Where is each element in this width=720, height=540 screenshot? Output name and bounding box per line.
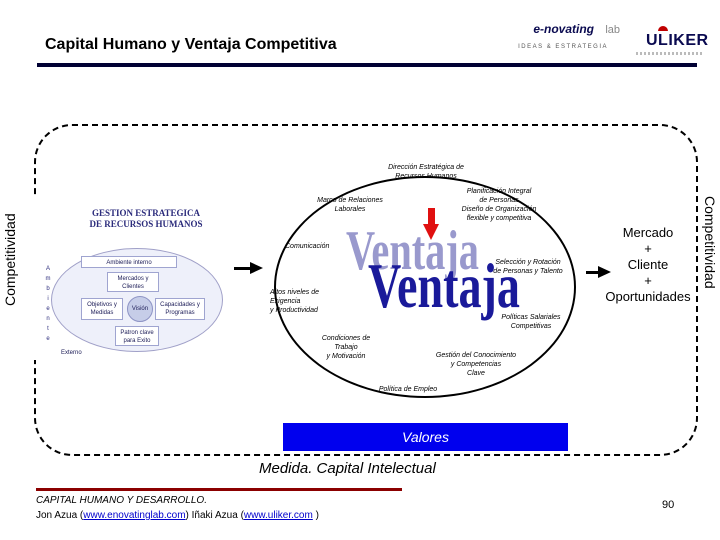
- uliker-logo-tagline-bar: [636, 52, 702, 55]
- page-number: 90: [662, 499, 675, 511]
- node-gestion-conocimiento: Gestión del Conocimiento y Competencias …: [435, 352, 517, 377]
- node-condiciones-trabajo: Condiciones de Trabajo y Motivación: [321, 335, 371, 360]
- output-arrow-icon: [598, 266, 611, 278]
- header-divider: [37, 63, 697, 67]
- footer-author-1: Jon Azua (: [36, 510, 84, 521]
- node-marco-relaciones: Marco de Relaciones Laborales: [317, 197, 383, 213]
- thumbnail-box-patron: Patron clave para Exito: [115, 326, 159, 346]
- footer-title: CAPITAL HUMANO Y DESARROLLO.: [36, 495, 207, 506]
- competitividad-right-label: Competitividad: [702, 196, 718, 289]
- strategic-hr-thumbnail: GESTION ESTRATEGICA DE RECURSOS HUMANOS …: [31, 196, 229, 360]
- node-direccion-estrategica: Dirección Estratégica de Recursos Humano…: [388, 164, 464, 180]
- footer-author-2: ) Iñaki Azua (: [185, 510, 244, 521]
- thumbnail-externo: Externo: [61, 350, 82, 356]
- enovating-logo: e-novating lab IDEAS & ESTRATEGIA: [512, 22, 624, 56]
- enovatinglab-link[interactable]: www.enovatinglab.com: [83, 510, 186, 521]
- thumbnail-title: GESTION ESTRATEGICA DE RECURSOS HUMANOS: [89, 208, 203, 229]
- thumbnail-box-objetivos: Objetivos y Medidas: [81, 298, 123, 320]
- competitividad-left-label: Competitividad: [2, 213, 18, 306]
- output-arrow-shaft: [586, 271, 600, 274]
- red-arrow-shaft: [428, 208, 435, 226]
- red-down-arrow-icon: [423, 224, 439, 240]
- enovating-logo-name: e-novating: [533, 22, 594, 36]
- enovating-logo-suffix: lab: [605, 24, 620, 36]
- node-seleccion-rotacion: Selección y Rotación de Personas y Talen…: [493, 259, 563, 275]
- footer-authors: Jon Azua (www.enovatinglab.com) Iñaki Az…: [36, 510, 319, 521]
- uliker-logo: ULIKER: [646, 32, 709, 49]
- wordart-ventaja-shadow: Ventaja: [346, 220, 479, 282]
- node-altos-niveles: Altos niveles de Exigencia y Productivid…: [270, 289, 320, 314]
- thumbnail-box-mercados: Mercados y Clientes: [107, 272, 159, 292]
- thumbnail-box-capacidades: Capacidades y Programas: [155, 298, 205, 320]
- slide-title: Capital Humano y Ventaja Competitiva: [45, 36, 337, 53]
- thumbnail-vertical-label: A m b i e n t e: [45, 266, 51, 342]
- node-politicas-salariales: Políticas Salariales Competitivas: [501, 314, 561, 330]
- thumbnail-box-ambiente: Ambiente interno: [81, 256, 177, 268]
- measure-label: Medida. Capital Intelectual: [259, 460, 436, 477]
- footer-author-3: ): [312, 510, 319, 521]
- market-client-opportunities: Mercado + Cliente + Oportunidades: [605, 225, 691, 304]
- uliker-logo-mark: [658, 26, 668, 31]
- uliker-link[interactable]: www.uliker.com: [243, 510, 313, 521]
- advantage-ellipse: [274, 176, 576, 398]
- enovating-logo-tagline: IDEAS & ESTRATEGIA: [518, 44, 608, 50]
- node-planificacion-integral: Planificación Integral de Personas Diseñ…: [461, 188, 537, 222]
- node-comunicacion: Comunicación: [285, 243, 330, 250]
- footer-divider: [36, 488, 402, 491]
- input-arrow-icon: [250, 262, 263, 274]
- node-politica-empleo: Política de Empleo: [378, 386, 438, 393]
- input-arrow-shaft: [234, 267, 252, 270]
- values-bar: Valores: [283, 423, 568, 451]
- thumbnail-vision: Visión: [127, 296, 153, 322]
- wordart-ventaja: Ventaja: [368, 250, 520, 321]
